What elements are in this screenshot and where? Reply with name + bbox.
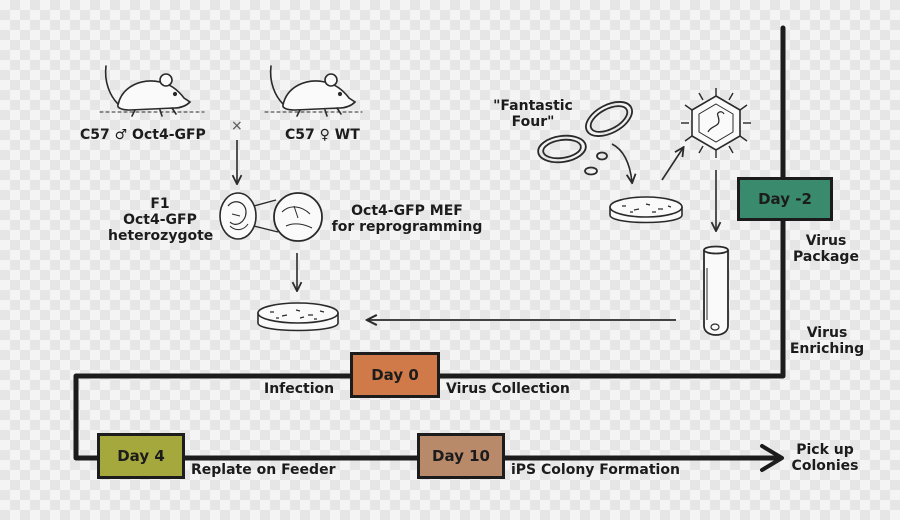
fantastic-four-label: "Fantastic Four" xyxy=(488,98,578,130)
connector-line xyxy=(253,199,277,207)
f1-line2: Oct4-GFP xyxy=(123,212,197,228)
virus-enriching-label: Virus Enriching xyxy=(786,325,868,357)
pick-up-label: Pick up Colonies xyxy=(788,442,862,474)
plasmid-icon xyxy=(537,101,633,176)
mef-line2: for reprogramming xyxy=(331,219,483,235)
petri-dish-icon xyxy=(257,302,339,332)
day-0-box: Day 0 xyxy=(350,352,440,398)
virus-package-label: Virus Package xyxy=(788,233,864,265)
infection-label: Infection xyxy=(264,381,335,397)
cell-icon xyxy=(273,192,323,242)
replate-label: Replate on Feeder xyxy=(191,462,336,478)
virus-enriching-line2: Enriching xyxy=(789,341,865,357)
ips-colony-label: iPS Colony Formation xyxy=(511,462,680,478)
day-10-box: Day 10 xyxy=(417,433,505,479)
f1-label: F1 Oct4-GFP heterozygote xyxy=(108,196,214,244)
day-4-label: Day 4 xyxy=(117,447,165,465)
day-10-label: Day 10 xyxy=(432,447,490,465)
pick-up-line1: Pick up xyxy=(796,442,854,458)
female-mouse-label: C57 ♀ WT xyxy=(285,127,360,143)
day-minus-2-label: Day -2 xyxy=(758,190,812,208)
fantastic-four-line2: Four" xyxy=(511,114,555,130)
timeline-arrowhead xyxy=(760,444,784,472)
petri-dish-icon xyxy=(609,196,683,224)
virus-package-line1: Virus xyxy=(805,233,847,249)
day-minus-2-box: Day -2 xyxy=(737,177,833,221)
pick-up-line2: Colonies xyxy=(791,458,859,474)
test-tube-icon xyxy=(703,245,729,336)
virus-package-line2: Package xyxy=(793,249,859,265)
mef-line1: Oct4-GFP MEF xyxy=(351,203,463,219)
arrow-icon xyxy=(611,143,632,182)
virus-enriching-line1: Virus xyxy=(806,325,848,341)
virus-icon xyxy=(681,88,751,158)
f1-line1: F1 xyxy=(150,196,170,212)
cross-symbol: × xyxy=(231,118,243,134)
f1-line3: heterozygote xyxy=(108,228,214,244)
male-mouse-label: C57 ♂ Oct4-GFP xyxy=(80,127,206,143)
mef-label: Oct4-GFP MEF for reprogramming xyxy=(326,203,488,235)
mouse-icon xyxy=(264,65,363,117)
arrow-icon xyxy=(661,148,683,181)
embryo-icon xyxy=(219,192,257,240)
mouse-icon xyxy=(99,65,205,117)
timeline-path xyxy=(73,25,786,461)
fantastic-four-line1: "Fantastic xyxy=(493,98,573,114)
connector-line xyxy=(253,225,279,233)
day-0-label: Day 0 xyxy=(371,366,419,384)
day-4-box: Day 4 xyxy=(97,433,185,479)
virus-collection-label: Virus Collection xyxy=(446,381,570,397)
